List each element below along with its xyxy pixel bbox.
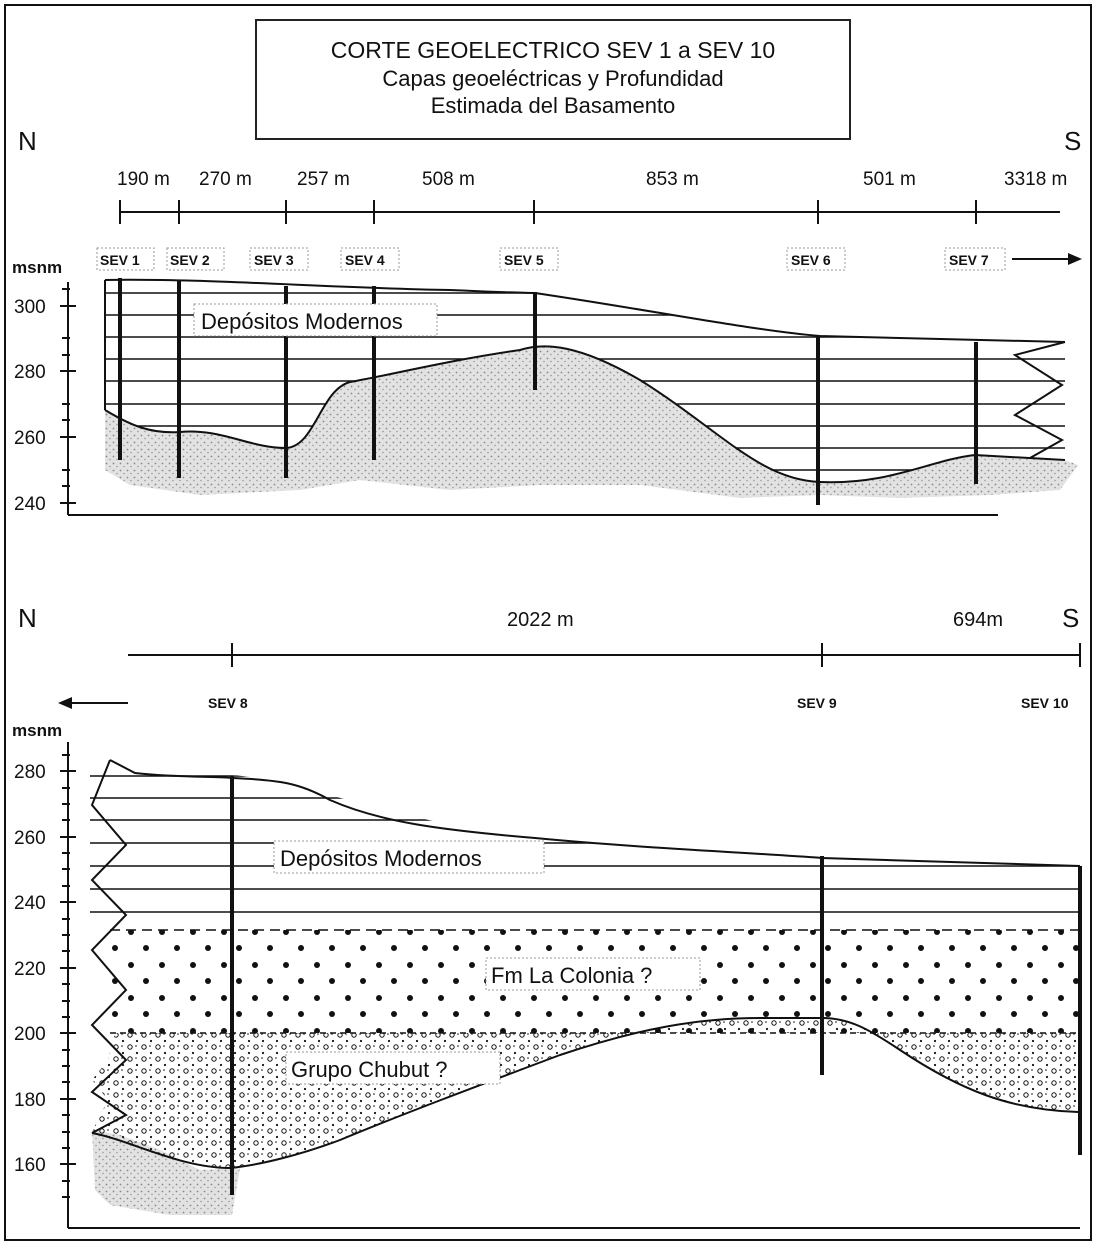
upper-scale-bar: [119, 200, 1060, 224]
lower-sev-boreholes: [230, 776, 1082, 1195]
upper-distance-label: 3318 m: [1004, 169, 1067, 190]
station-label-sev1: SEV 1: [100, 252, 140, 268]
station-label-sev8: SEV 8: [208, 695, 248, 711]
lower-y-tick: 200: [14, 1024, 46, 1045]
lower-distance-label: 2022 m: [507, 609, 574, 631]
lower-modern-label-box: [273, 840, 545, 874]
lower-y-axis: [60, 742, 1080, 1229]
arrow-right-icon: [1012, 253, 1082, 265]
upper-contacts: [104, 278, 1066, 484]
arrow-left-icon: [58, 697, 128, 709]
upper-basement-fill: [105, 346, 1078, 498]
lower-axis-label: msnm: [12, 721, 62, 740]
upper-y-tick: 280: [14, 362, 46, 383]
upper-north-label: N: [18, 126, 37, 156]
station-label-sev2: SEV 2: [170, 252, 210, 268]
upper-distance-label: 501 m: [863, 169, 916, 190]
station-label-sev5: SEV 5: [504, 252, 544, 268]
figure-frame: [4, 4, 1092, 1241]
title-line-1: CORTE GEOELECTRICO SEV 1 a SEV 10: [330, 37, 776, 63]
station-label-sev10: SEV 10: [1021, 695, 1069, 711]
upper-station-labels: SEV 1 SEV 2 SEV 3 SEV 4 SEV 5 SEV 6 SEV …: [96, 247, 1006, 271]
lower-y-tick: 280: [14, 762, 46, 783]
upper-distance-label: 508 m: [422, 169, 475, 190]
lower-modern-layer-lines: [90, 775, 1080, 913]
lower-y-tick: 220: [14, 959, 46, 980]
lower-distance-label: 694m: [953, 609, 1003, 631]
title-line-2: Capas geoeléctricas y Profundidad: [382, 66, 724, 91]
upper-distance-label: 853 m: [646, 169, 699, 190]
lower-colonia-label-box: [485, 957, 701, 991]
lower-y-tick: 160: [14, 1155, 46, 1176]
lower-colonia-label: Fm La Colonia ?: [491, 963, 652, 988]
upper-y-axis: [60, 282, 998, 516]
upper-unit-label-box: [193, 303, 438, 337]
lower-north-label: N: [18, 603, 37, 633]
lower-south-label: S: [1062, 603, 1079, 633]
lower-chubut-fill: [92, 1018, 1078, 1168]
station-label-sev6: SEV 6: [791, 252, 831, 268]
upper-distance-label: 190 m: [117, 169, 170, 190]
title-box: CORTE GEOELECTRICO SEV 1 a SEV 10 Capas …: [255, 19, 851, 140]
upper-distance-label: 270 m: [199, 169, 252, 190]
lower-chubut-label-box: [285, 1051, 501, 1085]
lower-modern-label: Depósitos Modernos: [280, 846, 482, 871]
upper-unit-label: Depósitos Modernos: [201, 309, 403, 334]
upper-y-tick: 240: [14, 494, 46, 515]
upper-axis-label: msnm: [12, 258, 62, 277]
upper-distance-label: 257 m: [297, 169, 350, 190]
station-label-sev9: SEV 9: [797, 695, 837, 711]
station-label-sev4: SEV 4: [345, 252, 385, 268]
title-line-3: Estimada del Basamento: [430, 93, 676, 118]
upper-south-label: S: [1064, 126, 1081, 156]
lower-basement-fill: [92, 1130, 240, 1215]
station-label-sev7: SEV 7: [949, 252, 989, 268]
lower-chubut-label: Grupo Chubut ?: [291, 1057, 448, 1082]
upper-y-tick: 300: [14, 297, 46, 318]
station-label-sev3: SEV 3: [254, 252, 294, 268]
lower-scale-bar: [128, 643, 1081, 667]
lower-y-tick: 240: [14, 893, 46, 914]
upper-y-tick: 260: [14, 428, 46, 449]
lower-y-tick: 260: [14, 828, 46, 849]
lower-y-tick: 180: [14, 1090, 46, 1111]
